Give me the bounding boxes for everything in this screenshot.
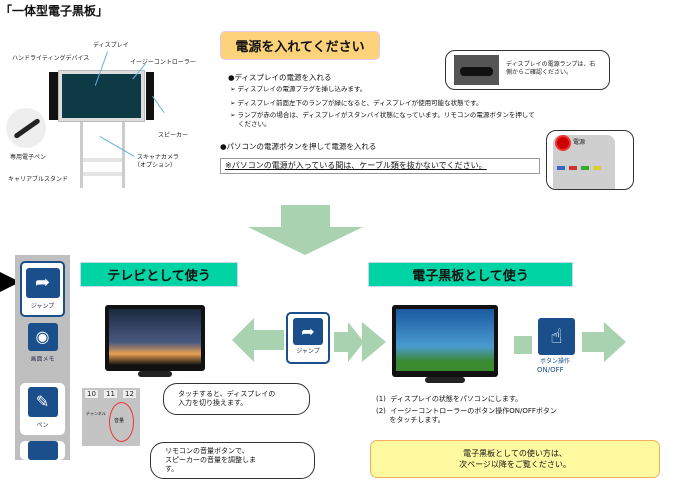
pen-icon: ✎: [27, 387, 58, 417]
board-step: をタッチします。: [376, 416, 445, 424]
touch-callout: タッチすると、ディスプレイの 入力を切り換えます。: [163, 383, 310, 415]
left-arrow-icon: [232, 318, 284, 362]
sidebar-item-screen-memo[interactable]: ◉ 画面メモ: [20, 323, 65, 375]
label-scanner: スキャナカメラ: [137, 154, 180, 161]
display-power-bullet: ●ディスプレイの電源を入れる: [228, 73, 332, 82]
lamp-photo: [454, 55, 499, 85]
pointer-triangle-icon: [0, 272, 20, 292]
display-panel: [58, 70, 145, 122]
board-heading: 電子黒板として使う: [368, 262, 573, 287]
right-arrow-icon: [334, 322, 364, 362]
sidebar-item-jump[interactable]: ➦ ジャンプ: [20, 261, 65, 317]
label-easy-controller: イージーコントローラー: [130, 59, 196, 66]
speaker-left: [49, 72, 58, 120]
power-step: ➢ ディスプレイ前面左下のランプが緑になると、ディスプレイが使用可能な状態です。: [230, 99, 483, 107]
button-operation-toggle[interactable]: ☝: [538, 318, 575, 355]
whiteboard-tv-image: [392, 305, 498, 377]
camera-icon: ◉: [27, 323, 58, 351]
volume-highlight: [109, 402, 134, 442]
tv-image: [105, 305, 205, 371]
right-arrow-icon: [582, 322, 626, 362]
label-pen: 専用電子ペン: [10, 154, 47, 161]
power-step: ください。: [238, 120, 271, 128]
board-step: (1) ディスプレイの状態をパソコンにします。: [376, 395, 523, 403]
label-display: ディスプレイ: [93, 42, 129, 49]
sidebar-item-pen[interactable]: ✎ ペン: [20, 383, 65, 435]
page-title: 「一体型電子黒板」: [0, 4, 109, 18]
label-speaker: スピーカー: [158, 132, 189, 139]
jump-button[interactable]: ➦ ジャンプ: [286, 312, 330, 364]
stand: [80, 122, 125, 188]
pc-power-bullet: ●パソコンの電源ボタンを押して電源を入れる: [220, 142, 377, 151]
cable-warning: ※パソコンの電源が入っている間は、ケーブル類を抜かないでください。: [220, 158, 540, 174]
power-step: ➢ ディスプレイの電源プラグを挿し込みます。: [230, 85, 367, 93]
right-arrow-icon: [362, 322, 386, 362]
sidebar-item-select[interactable]: [20, 441, 65, 460]
product-illustration: [0, 40, 215, 190]
pen-image: [6, 108, 46, 148]
power-button-highlight: [555, 135, 571, 151]
volume-callout: リモコンの音量ボタンで、 スピーカーの音量を調整しま す。: [150, 442, 315, 479]
controller-sidebar: ➦ ジャンプ ◉ 画面メモ ✎ ペン: [15, 255, 70, 460]
power-step: ➢ ランプが赤の場合は、ディスプレイがスタンバイ状態になっています。リモコンの電…: [230, 111, 535, 119]
select-icon: [27, 441, 58, 460]
jump-icon: ➦: [293, 318, 323, 345]
label-scanner-option: （オプション）: [134, 162, 177, 169]
remote-callout: 電源: [546, 130, 634, 190]
lamp-callout: ディスプレイの電源ランプは、右 側からご確認ください。: [445, 50, 610, 90]
tv-heading: テレビとして使う: [80, 262, 238, 287]
board-step: (2) イージーコントローラーのボタン操作ON/OFFボタン: [376, 407, 557, 415]
next-page-info: 電子黒板としての使い方は、 次ページ以降をご覧ください。: [370, 440, 660, 478]
label-stand: キャリアブルスタンド: [8, 176, 69, 183]
power-heading: 電源を入れてください: [220, 31, 380, 60]
remote-volume-photo: 10 11 12 チャンネル 音量: [82, 388, 140, 446]
label-handwriting-device: ハンドライティングデバイス: [12, 55, 90, 62]
jump-icon: ➦: [25, 268, 60, 298]
speaker-right: [146, 72, 154, 120]
down-arrow-icon: [248, 205, 363, 255]
